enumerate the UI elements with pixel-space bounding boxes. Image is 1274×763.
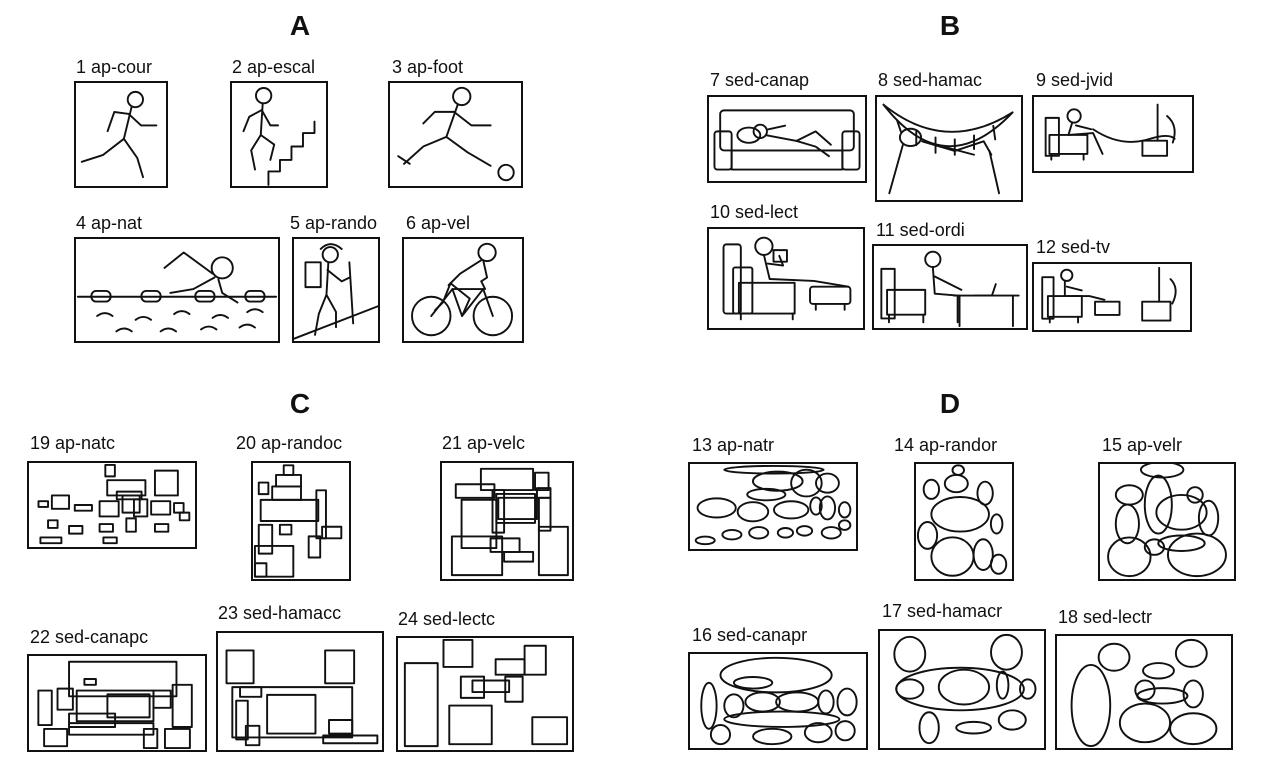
image-sed-hamacc	[216, 631, 384, 752]
cyclist-icon	[411, 242, 514, 337]
image-ap-foot	[388, 81, 523, 188]
computer-desk-figure-icon	[880, 250, 1020, 328]
hiker-icon	[294, 243, 378, 340]
image-sed-canapc	[27, 654, 207, 752]
sed-lectc-rectangles-icon	[403, 638, 569, 748]
sed-hamacc-rectangles-icon	[225, 649, 379, 747]
sed-canapr-ellipses-icon	[700, 656, 858, 746]
image-sed-canap	[707, 95, 867, 183]
image-ap-randor	[914, 462, 1014, 581]
image-sed-hamac	[875, 95, 1023, 202]
ap-natr-ellipses-icon	[694, 464, 852, 546]
armchair-reading-icon	[722, 236, 852, 321]
label-sed-jvid: 9 sed-jvid	[1036, 70, 1114, 90]
image-ap-randoc	[251, 461, 351, 581]
image-sed-lect	[707, 227, 865, 330]
image-ap-rando	[292, 237, 380, 343]
image-ap-escal	[230, 81, 328, 188]
panel-d-title: D	[939, 388, 961, 419]
image-ap-velr	[1098, 462, 1236, 581]
football-player-icon	[397, 86, 515, 182]
sed-canapc-rectangles-icon	[37, 660, 193, 750]
label-ap-escal: 2 ap-escal	[232, 57, 316, 77]
panel-a-title: A	[289, 10, 311, 41]
label-ap-randor: 14 ap-randor	[894, 435, 998, 455]
image-sed-jvid	[1032, 95, 1194, 173]
label-ap-foot: 3 ap-foot	[392, 57, 464, 77]
image-sed-lectc	[396, 636, 574, 752]
image-ap-cour	[74, 81, 168, 188]
video-game-figure-icon	[1044, 103, 1176, 161]
hammock-icon	[882, 103, 1014, 195]
label-ap-nat: 4 ap-nat	[76, 213, 143, 233]
label-sed-hamacc: 23 sed-hamacc	[218, 603, 342, 623]
ap-velr-ellipses-icon	[1107, 464, 1227, 578]
image-sed-lectr	[1055, 634, 1233, 750]
image-ap-natr	[688, 462, 858, 551]
label-sed-ordi: 11 sed-ordi	[876, 220, 965, 240]
image-sed-ordi	[872, 244, 1028, 330]
panel-b-title: B	[939, 10, 961, 41]
image-ap-vel	[402, 237, 524, 343]
label-ap-natr: 13 ap-natr	[692, 435, 775, 455]
running-figure-icon	[80, 90, 158, 179]
label-ap-rando: 5 ap-rando	[290, 213, 378, 233]
image-sed-canapr	[688, 652, 868, 750]
label-sed-canapc: 22 sed-canapc	[30, 627, 149, 647]
label-ap-velc: 21 ap-velc	[442, 433, 526, 453]
image-sed-hamacr	[878, 629, 1046, 750]
label-sed-lect: 10 sed-lect	[710, 202, 799, 222]
panel-c-title: C	[289, 388, 311, 419]
label-sed-canapr: 16 sed-canapr	[692, 625, 808, 645]
sofa-lying-figure-icon	[713, 109, 861, 171]
label-ap-natc: 19 ap-natc	[30, 433, 116, 453]
label-ap-randoc: 20 ap-randoc	[236, 433, 343, 453]
ap-velc-rectangles-icon	[450, 467, 569, 577]
label-sed-hamac: 8 sed-hamac	[878, 70, 983, 90]
sed-hamacr-ellipses-icon	[893, 633, 1037, 745]
ap-randoc-rectangles-icon	[253, 464, 343, 578]
image-ap-natc	[27, 461, 197, 549]
sed-lectr-ellipses-icon	[1070, 638, 1218, 748]
label-sed-hamacr: 17 sed-hamacr	[882, 601, 1003, 621]
ap-randor-ellipses-icon	[916, 464, 1008, 577]
swimmer-icon	[76, 251, 278, 333]
image-ap-nat	[74, 237, 280, 343]
label-ap-vel: 6 ap-vel	[406, 213, 471, 233]
stairs-climbing-figure-icon	[242, 87, 316, 186]
label-sed-lectc: 24 sed-lectc	[398, 609, 496, 629]
label-sed-lectr: 18 sed-lectr	[1058, 607, 1153, 627]
image-sed-tv	[1032, 262, 1192, 332]
ap-natc-rectangles-icon	[37, 463, 191, 545]
image-ap-velc	[440, 461, 574, 581]
label-sed-tv: 12 sed-tv	[1036, 237, 1111, 257]
label-ap-cour: 1 ap-cour	[76, 57, 153, 77]
tv-watching-figure-icon	[1041, 266, 1177, 324]
label-sed-canap: 7 sed-canap	[710, 70, 810, 90]
label-ap-velr: 15 ap-velr	[1102, 435, 1183, 455]
